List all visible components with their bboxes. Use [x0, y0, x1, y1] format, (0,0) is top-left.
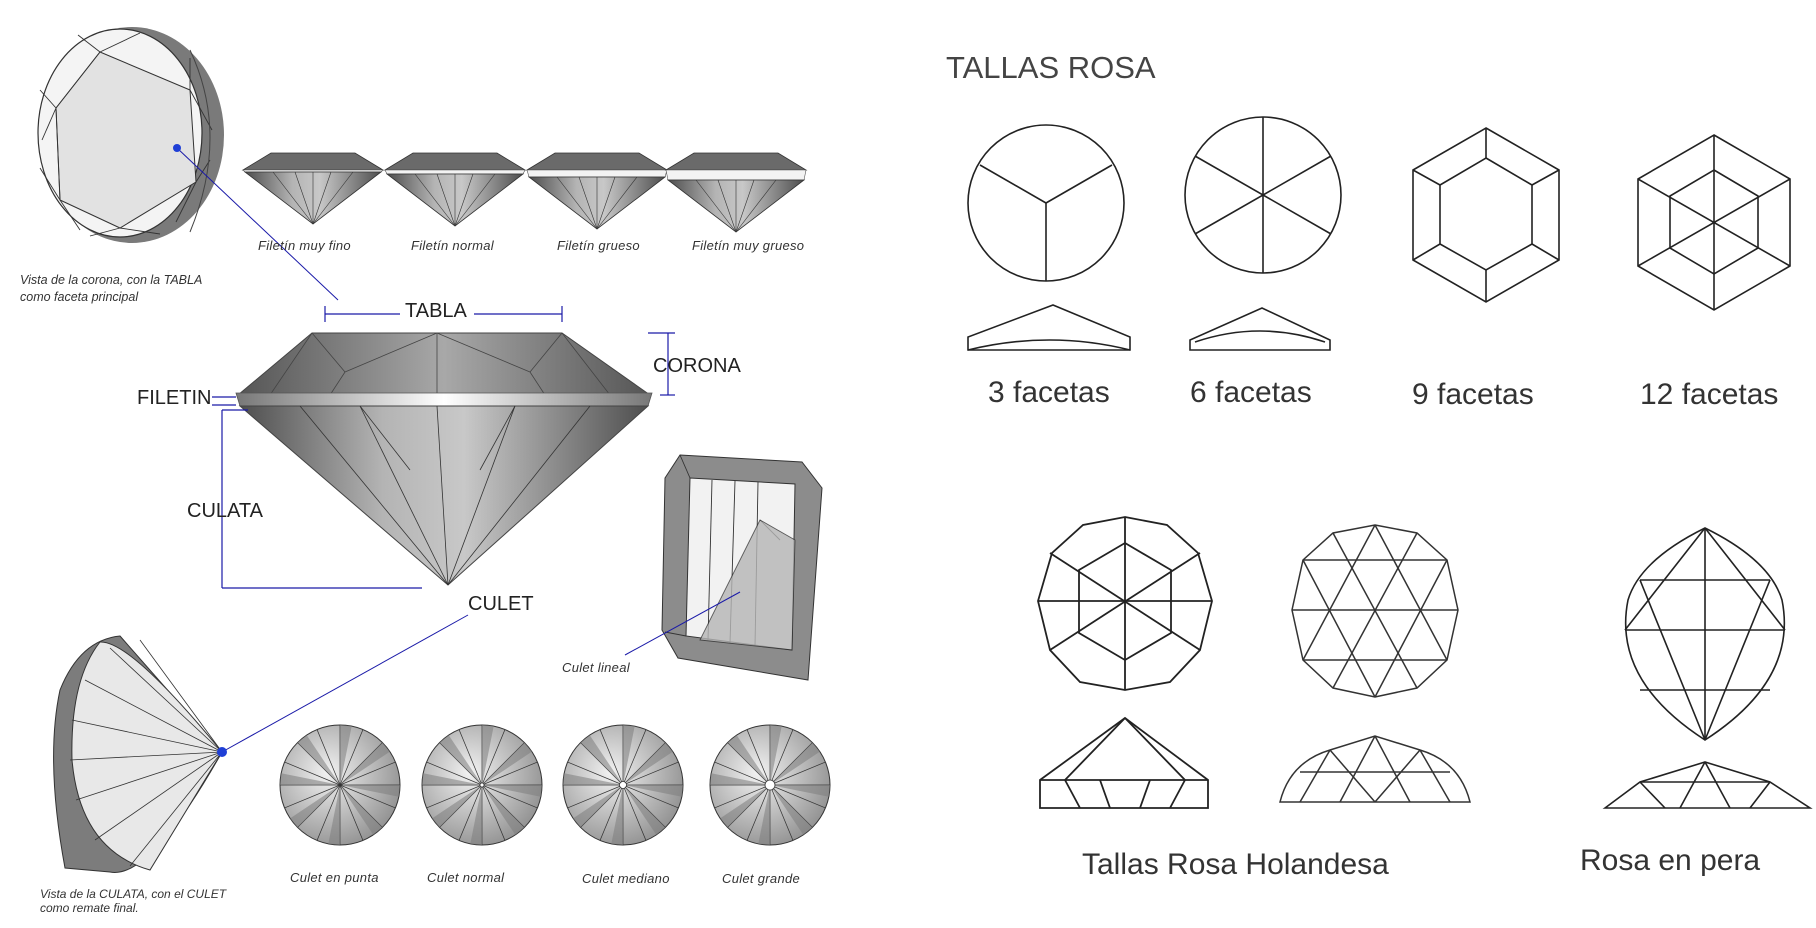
girdle-gem-3	[525, 152, 669, 230]
label-tabla: TABLA	[405, 300, 467, 322]
rose-cuts-title: TALLAS ROSA	[946, 50, 1156, 85]
culet-gem-4	[709, 724, 831, 846]
label-culet: CULET	[468, 593, 534, 615]
culet-variant-label-3: Culet mediano	[582, 871, 670, 886]
rose-12-facets-drawing	[1637, 134, 1791, 311]
label-corona: CORONA	[653, 355, 741, 377]
culet-variant-gems	[279, 724, 831, 846]
girdle-gem-1	[241, 152, 385, 225]
girdle-variant-gems	[241, 152, 808, 233]
crown-pointer-dot	[173, 144, 181, 152]
culet-gem-3	[562, 724, 684, 846]
emerald-cut-gem	[661, 454, 823, 681]
rose-9-facets-drawing	[1412, 127, 1560, 303]
girdle-gem-4	[664, 152, 808, 233]
main-brilliant-gem	[235, 332, 653, 586]
rose-6-facets-drawing	[1184, 116, 1342, 351]
dutch-rose-drawing-1	[1037, 516, 1213, 809]
dutch-rose-drawing-2	[1279, 524, 1471, 803]
culet-pointer-dot	[217, 747, 227, 757]
facet-label-6: 6 facetas	[1190, 376, 1312, 409]
culet-gem-2	[421, 724, 543, 846]
culet-lineal-pointer-line	[624, 591, 741, 656]
culet-gem-1	[279, 724, 401, 846]
girdle-variant-label-4: Filetín muy grueso	[692, 238, 805, 253]
facet-label-12: 12 facetas	[1640, 378, 1779, 411]
girdle-variant-label-2: Filetín normal	[411, 238, 494, 253]
crown-view-caption: Vista de la corona, con la TABLA como fa…	[20, 273, 202, 304]
crown-view-gem	[37, 27, 224, 243]
culet-pointer-line	[221, 614, 469, 753]
culet-variant-label-2: Culet normal	[427, 870, 505, 885]
facet-label-3: 3 facetas	[988, 376, 1110, 409]
dimension-lines	[212, 306, 675, 589]
pavilion-view-gem	[53, 635, 223, 873]
girdle-variant-label-3: Filetín grueso	[557, 238, 640, 253]
dutch-rose-label: Tallas Rosa Holandesa	[1082, 848, 1389, 881]
girdle-gem-2	[383, 152, 527, 227]
girdle-variant-label-1: Filetín muy fino	[258, 238, 351, 253]
pavilion-view-caption: Vista de la CULATA, con el CULET como re…	[40, 887, 227, 915]
crown-pointer-line	[176, 147, 339, 301]
pear-rose-label: Rosa en pera	[1580, 844, 1761, 877]
label-culata: CULATA	[187, 500, 263, 522]
culet-variant-label-1: Culet en punta	[290, 870, 379, 885]
culet-lineal-label: Culet lineal	[562, 660, 630, 675]
pear-rose-drawing	[1602, 527, 1813, 809]
rose-3-facets-drawing	[967, 124, 1131, 351]
culet-variant-label-4: Culet grande	[722, 871, 801, 886]
facet-label-9: 9 facetas	[1412, 378, 1534, 411]
label-filetin: FILETIN	[137, 387, 212, 409]
